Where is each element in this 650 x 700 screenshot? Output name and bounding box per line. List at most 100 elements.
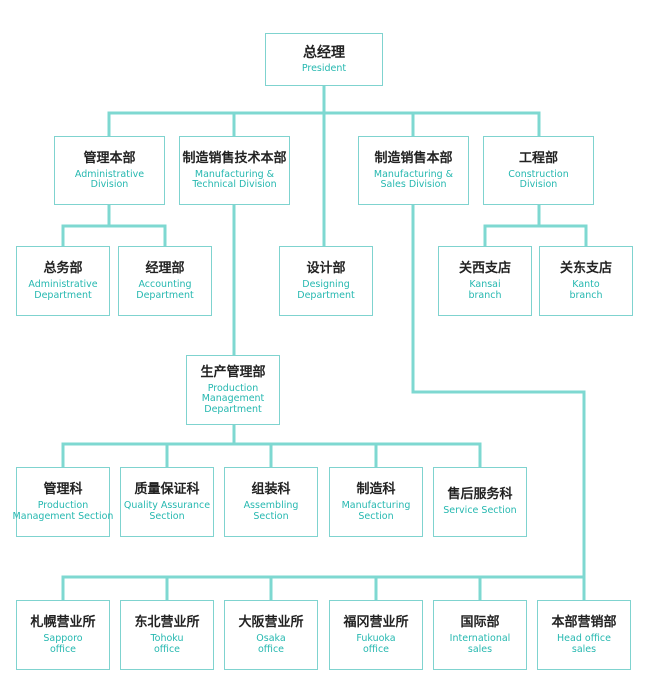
box-subtitle-line: sales (467, 643, 493, 655)
box-subtitle-line: Sales Division (380, 179, 447, 190)
box-subtitle-line: Division (90, 179, 129, 190)
box-subtitle-line: Assembling (243, 500, 299, 511)
box-subtitle-line: Designing (302, 279, 350, 290)
box-subtitle-line: Service Section (443, 505, 517, 517)
box-title-zh: 质量保证科 (134, 482, 200, 497)
box-subtitle-line: Section (253, 510, 289, 522)
box-title-zh: 本部营销部 (551, 615, 617, 630)
box-subtitle-en: Service Section (443, 506, 516, 517)
box-subtitle-line: International (449, 633, 511, 644)
manufacturing-technical-division-box: 制造销售技术本部 Manufacturing &Technical Divisio… (179, 136, 290, 205)
box-subtitle-line: office (362, 643, 390, 655)
manufacturing-sales-division-box: 制造销售本部 Manufacturing &Sales Division (358, 136, 469, 205)
box-subtitle-line: Sapporo (43, 633, 83, 644)
box-subtitle-line: office (153, 643, 181, 655)
box-title-zh: 工程部 (518, 150, 558, 166)
box-subtitle-line: Construction (508, 168, 569, 180)
box-subtitle-line: President (301, 62, 347, 74)
box-title-zh: 制造销售本部 (374, 150, 453, 166)
box-subtitle-line: Section (358, 510, 394, 522)
box-title-zh: 组装科 (251, 482, 291, 497)
box-title-zh: 管理科 (43, 482, 83, 497)
box-subtitle-line: Production (207, 382, 259, 394)
box-subtitle-line: Osaka (256, 633, 286, 644)
box-subtitle-line: Department (204, 403, 262, 415)
box-title-zh: 生产管理部 (200, 364, 266, 380)
box-title-zh: 福冈营业所 (343, 615, 409, 630)
box-title-zh: 国际部 (460, 615, 500, 630)
box-subtitle-line: Division (519, 179, 558, 190)
box-title-zh: 关西支店 (458, 261, 511, 276)
box-title-zh: 设计部 (306, 261, 346, 276)
box-subtitle-line: Head office (557, 633, 611, 644)
box-subtitle-line: Administrative (74, 168, 145, 180)
box-subtitle-line: Kanto (572, 279, 600, 290)
box-subtitle-line: Production (37, 500, 89, 511)
box-subtitle-line: Department (34, 289, 92, 301)
box-title-zh: 制造销售技术本部 (182, 150, 287, 166)
box-title-zh: 总经理 (303, 44, 345, 61)
service-section-box: 售后服务科 Service Section (433, 467, 527, 537)
box-subtitle-line: Department (136, 289, 194, 301)
box-subtitle-line: Kansai (469, 279, 501, 290)
box-subtitle-line: Accounting (138, 279, 192, 290)
box-subtitle-line: Manufacturing (341, 500, 411, 511)
box-title-zh: 关东支店 (559, 261, 612, 276)
box-title-zh: 总务部 (43, 261, 83, 276)
box-subtitle-line: branch (468, 289, 502, 301)
box-title-zh: 札幌营业所 (30, 615, 96, 630)
box-subtitle-line: Manufacturing & (373, 168, 454, 180)
box-subtitle-line: Tohoku (150, 633, 184, 644)
box-title-zh: 东北营业所 (134, 615, 200, 630)
box-title-zh: 售后服务科 (447, 487, 513, 503)
box-subtitle-en: Manufacturing &Sales Division (373, 168, 454, 191)
box-subtitle-line: Quality Assurance (123, 500, 211, 511)
box-subtitle-line: branch (569, 289, 603, 301)
box-subtitle-line: Department (297, 289, 355, 301)
box-title-zh: 经理部 (145, 261, 185, 276)
box-subtitle-line: Section (149, 510, 185, 522)
box-subtitle-en: Manufacturing &Technical Division (192, 169, 276, 191)
box-subtitle-line: office (49, 643, 77, 655)
box-subtitle-en: President (301, 62, 347, 75)
box-subtitle-line: office (257, 643, 285, 655)
box-subtitle-line: Management (201, 393, 265, 405)
box-subtitle-line: Management Section (12, 510, 114, 522)
box-subtitle-line: sales (571, 643, 597, 655)
